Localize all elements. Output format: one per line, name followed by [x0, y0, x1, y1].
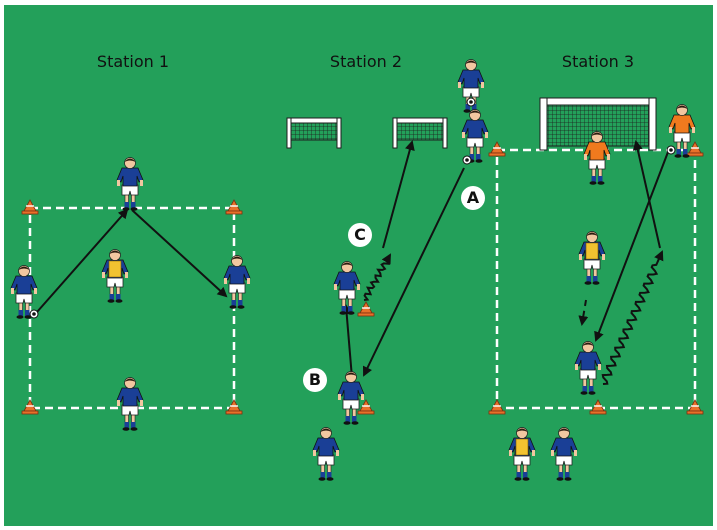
cone-icon: [488, 141, 506, 157]
player-icon: [223, 255, 251, 309]
ball-icon: [466, 97, 476, 107]
ball-icon: [29, 309, 39, 319]
cone-icon: [21, 199, 39, 215]
pass-arrow: [594, 151, 669, 342]
cone-icon: [21, 399, 39, 415]
player-icon: [116, 377, 144, 431]
ball-icon: [666, 145, 676, 155]
cone-icon: [686, 399, 704, 415]
pass-arrow: [131, 209, 228, 298]
dribble-arrow: [601, 250, 664, 385]
cone-icon: [357, 301, 375, 317]
pass-arrow: [382, 140, 415, 249]
small-goal-icon: [286, 117, 342, 149]
goalkeeper-icon: [583, 131, 611, 185]
player-icon: [116, 157, 144, 211]
player-icon: [461, 109, 489, 165]
player-icon: [578, 231, 606, 285]
station-1-title: Station 1: [96, 52, 170, 71]
ball-icon: [462, 155, 472, 165]
cone-icon: [225, 199, 243, 215]
step-label-a: A: [461, 186, 485, 210]
player-icon: [550, 427, 578, 481]
cone-icon: [225, 399, 243, 415]
pass-arrow: [36, 208, 129, 313]
pass-arrow: [632, 140, 661, 249]
player-icon: [101, 249, 129, 303]
cone-icon: [686, 141, 704, 157]
step-label-c: C: [348, 223, 372, 247]
player-icon: [337, 371, 365, 425]
cone-icon: [357, 399, 375, 415]
player-icon: [668, 104, 696, 158]
player-icon: [574, 341, 602, 395]
pass-arrow: [362, 167, 465, 377]
station-3-title: Station 3: [561, 52, 635, 71]
step-label-b: B: [303, 368, 327, 392]
player-icon: [457, 59, 485, 113]
pass-arrow: [341, 304, 353, 379]
dribble-arrow: [363, 253, 391, 301]
small-goal-icon: [392, 117, 448, 149]
run-arrow: [578, 299, 589, 326]
player-icon: [508, 427, 536, 481]
cone-icon: [488, 399, 506, 415]
player-icon: [312, 427, 340, 481]
cone-icon: [589, 399, 607, 415]
station-2-title: Station 2: [329, 52, 403, 71]
player-icon: [10, 265, 39, 319]
player-icon: [333, 261, 361, 315]
